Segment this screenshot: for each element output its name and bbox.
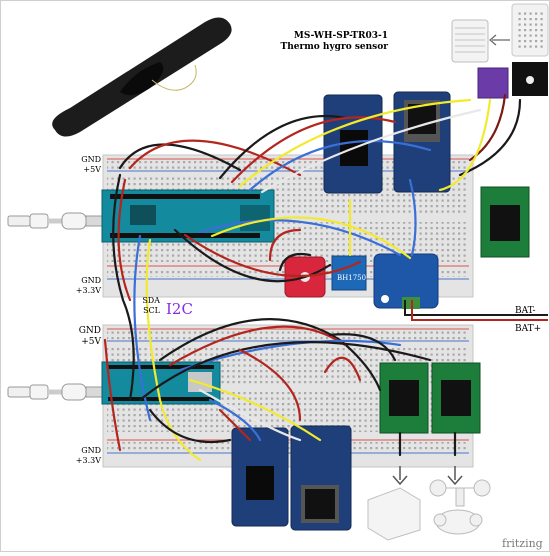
rj11-connector-top bbox=[480, 186, 530, 258]
rj11-connector-bottom-2 bbox=[431, 362, 481, 434]
anemometer bbox=[429, 479, 491, 507]
mcu-board-top bbox=[101, 189, 275, 243]
rain-gauge bbox=[367, 487, 421, 541]
i2c-label: I2C bbox=[166, 300, 193, 318]
scl-label: SCL bbox=[143, 306, 161, 315]
usb-cable-bottom bbox=[7, 383, 103, 401]
fritzing-watermark: fritzing bbox=[502, 537, 543, 550]
sd-card-module-top bbox=[393, 91, 451, 193]
v5-2-label: +5V bbox=[81, 337, 101, 347]
top-gnd-label: GND bbox=[81, 155, 101, 164]
wires bbox=[103, 93, 522, 462]
usb-cable-top bbox=[7, 212, 103, 230]
ds3231-rtc-module-bottom bbox=[231, 427, 289, 527]
gnd3-label: GND bbox=[81, 446, 101, 455]
rj11-connector-bottom-1 bbox=[379, 362, 429, 434]
sensor-title-line2: Thermo hygro sensor bbox=[281, 42, 389, 52]
sda-label: SDA bbox=[142, 296, 160, 305]
gnd2-label: GND bbox=[79, 326, 101, 336]
top-5v-label: +5V bbox=[83, 165, 101, 174]
battery-wires bbox=[404, 300, 548, 321]
sensor-title-line1: MS-WH-SP-TR03-1 bbox=[294, 31, 388, 41]
bh1750-module: BH1750 bbox=[331, 255, 367, 291]
v3-2-label: +3.3V bbox=[76, 456, 101, 465]
bat-minus-label: BAT- bbox=[515, 306, 536, 316]
mid-gnd-label: GND bbox=[81, 276, 101, 285]
thermo-hygro-sensor bbox=[451, 19, 489, 63]
antenna bbox=[52, 17, 232, 137]
dht-sensor bbox=[477, 3, 549, 99]
bat-plus-label: BAT+ bbox=[515, 324, 541, 334]
sd-card-module-bottom bbox=[290, 425, 352, 531]
mid-3v3-label: +3.3V bbox=[76, 286, 101, 295]
bh1750-label: BH1750 bbox=[337, 274, 366, 282]
ds3231-rtc-module-top bbox=[323, 94, 383, 194]
wind-vane bbox=[433, 509, 483, 535]
